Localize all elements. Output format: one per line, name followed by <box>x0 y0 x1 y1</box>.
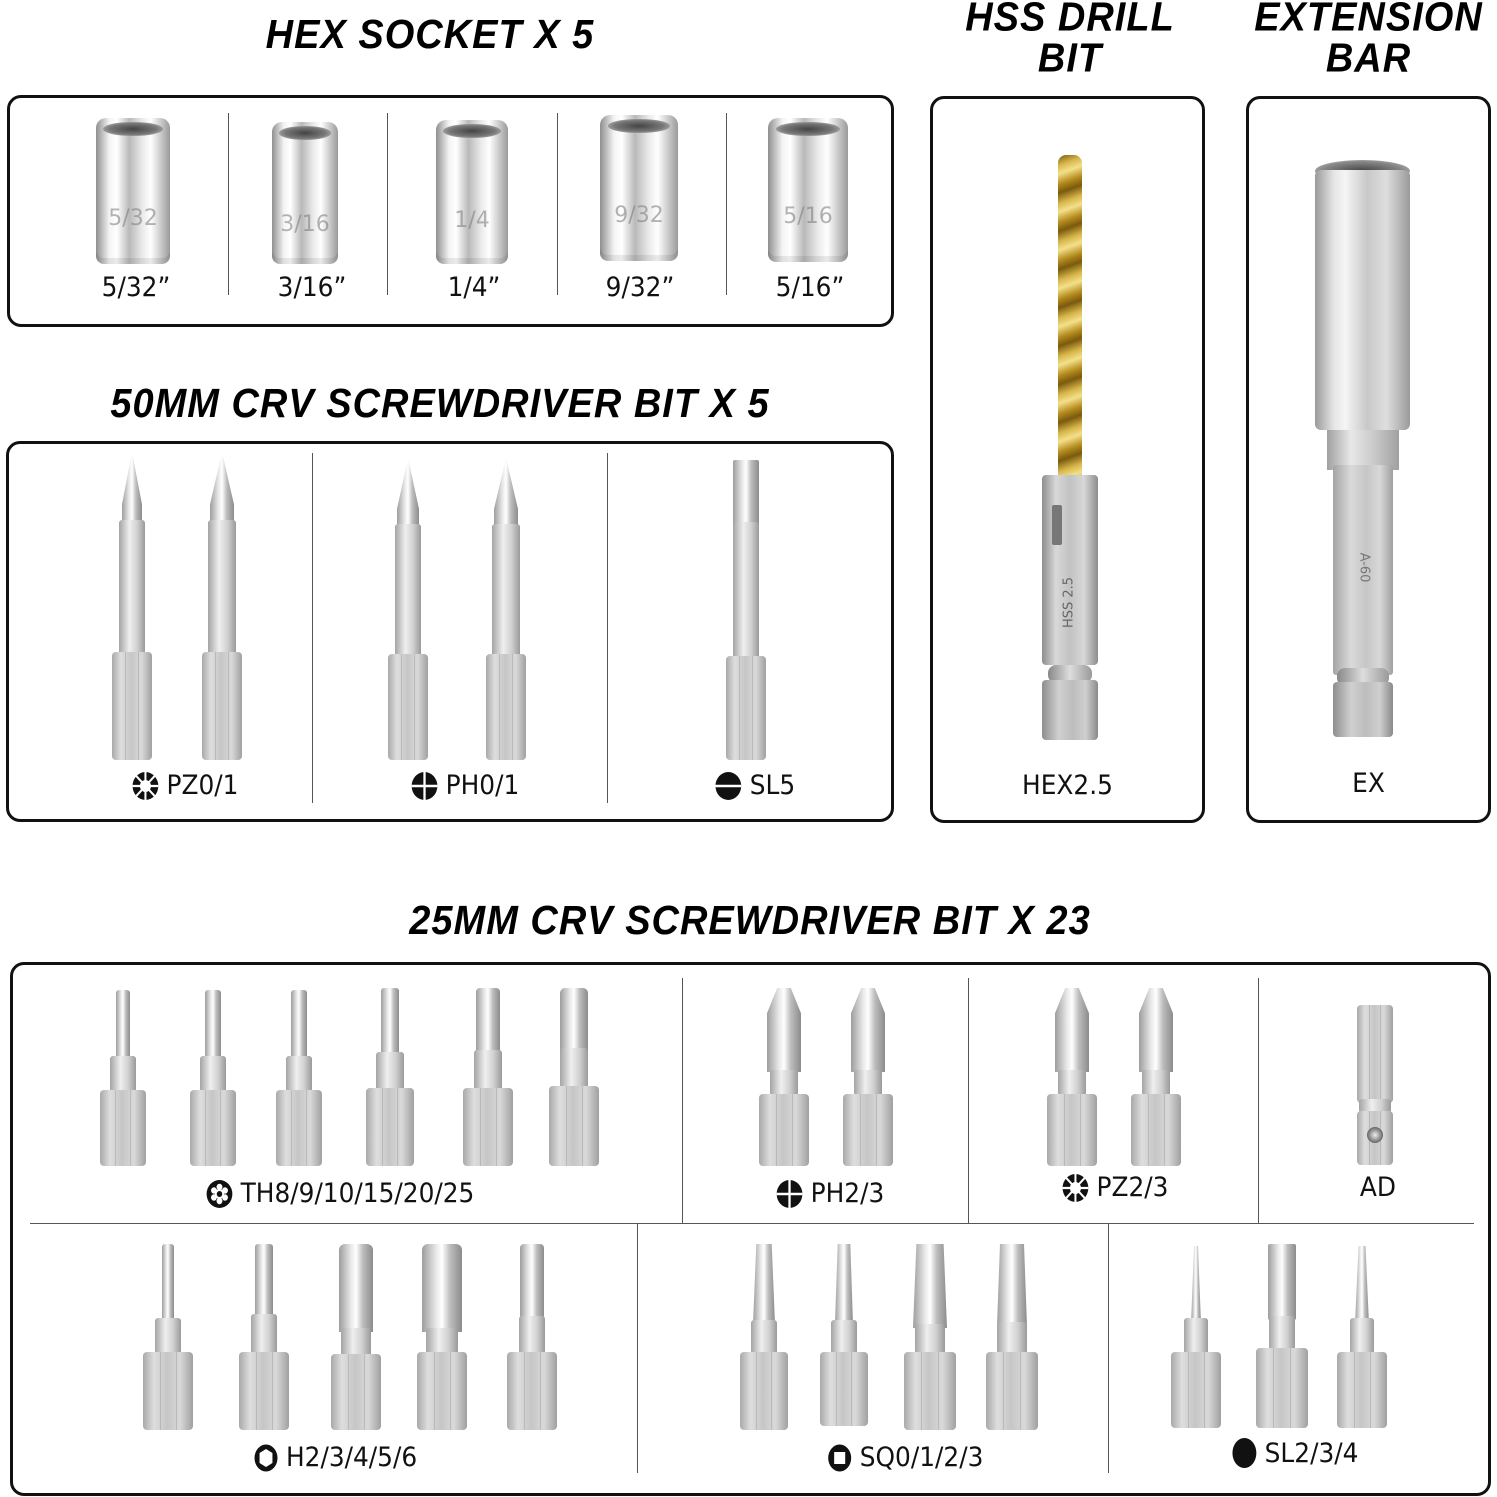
bits-50mm-label-pz: PZ0/1 <box>70 770 300 801</box>
bit-h2 <box>142 1244 194 1430</box>
bit-ph0 <box>386 458 430 762</box>
socket-5-16: 5/16 <box>768 118 848 262</box>
divider <box>387 113 388 295</box>
bit-h5 <box>330 1244 382 1430</box>
pozidriv-icon <box>132 771 159 800</box>
bit-sq1 <box>738 1244 790 1430</box>
drill-bit-title-line1: HSS DRILL <box>965 0 1175 41</box>
slotted-icon <box>715 771 742 800</box>
divider <box>1258 978 1259 1223</box>
bit-t10 <box>274 990 324 1168</box>
bit-sl4 <box>1254 1244 1310 1428</box>
socket-9-32: 9/32 <box>600 115 678 261</box>
bits-25mm-label-text: PZ2/3 <box>1096 1172 1169 1203</box>
bit-pz3 <box>1128 988 1184 1168</box>
bit-t9 <box>188 990 238 1168</box>
divider <box>607 453 608 803</box>
bits-25mm-title: 25MM CRV SCREWDRIVER BIT X 23 <box>409 898 1091 944</box>
divider <box>682 978 683 1223</box>
bits-25mm-label-pz: PZ2/3 <box>1023 1172 1207 1203</box>
bits-50mm-label-sl: SL5 <box>640 770 870 801</box>
bit-ph1 <box>484 458 528 762</box>
bit-sl2 <box>1170 1246 1222 1428</box>
drill-bit-title: HSS DRILL BIT <box>935 0 1205 79</box>
bit-sl3 <box>1336 1246 1388 1428</box>
socket-label: 5/16” <box>775 272 845 303</box>
bits-25mm-label-text: H2/3/4/5/6 <box>285 1442 418 1473</box>
socket-label: 1/4” <box>447 272 501 303</box>
bit-h3 <box>238 1244 290 1430</box>
bit-t15 <box>364 988 416 1168</box>
bits-50mm-label-text: PH0/1 <box>445 770 520 801</box>
bit-pz1 <box>200 452 244 762</box>
bit-h4 <box>506 1244 558 1430</box>
bit-ph2 <box>756 988 812 1168</box>
bit-ph3 <box>840 988 896 1168</box>
drill-bit-engraving: HSS 2.5 <box>1061 576 1077 629</box>
pozidriv-icon <box>1062 1173 1089 1202</box>
drill-bit-image: HSS 2.5 <box>1040 155 1100 745</box>
divider <box>968 978 969 1223</box>
divider <box>30 1223 1474 1224</box>
socket-label: 5/32” <box>101 272 171 303</box>
divider <box>228 113 229 295</box>
drill-bit-label: HEX2.5 <box>1022 770 1113 801</box>
bits-50mm-label-text: PZ0/1 <box>166 770 239 801</box>
bits-25mm-label-hex: H2/3/4/5/6 <box>220 1442 450 1473</box>
bit-h6 <box>416 1244 468 1430</box>
bits-50mm-label-ph: PH0/1 <box>350 770 580 801</box>
bits-50mm-label-text: SL5 <box>749 770 796 801</box>
bits-25mm-label-text: TH8/9/10/15/20/25 <box>240 1178 475 1209</box>
divider <box>726 113 727 295</box>
extension-bar-engraving: A-60 <box>1356 552 1372 583</box>
bit-sq2 <box>984 1244 1040 1430</box>
bit-t20 <box>462 988 514 1168</box>
square-icon <box>827 1444 851 1471</box>
bit-sl5 <box>724 460 768 760</box>
divider <box>1108 1223 1109 1473</box>
divider <box>557 113 558 295</box>
socket-3-16: 3/16 <box>272 122 338 264</box>
slotted-solid-icon <box>1232 1438 1257 1468</box>
socket-5-32: 5/32 <box>96 118 170 264</box>
bit-t8 <box>98 990 148 1168</box>
extension-bar-image: A-60 <box>1315 160 1415 740</box>
bits-25mm-label-text: AD <box>1359 1172 1397 1203</box>
bits-25mm-label-text: SL2/3/4 <box>1264 1437 1359 1469</box>
bit-adapter <box>1350 1005 1400 1165</box>
phillips-icon <box>411 771 438 800</box>
hex-socket-title: HEX SOCKET X 5 <box>265 12 595 58</box>
divider <box>312 453 313 803</box>
divider <box>637 1223 638 1473</box>
extension-bar-title: EXTENSION BAR <box>1240 0 1497 79</box>
extension-bar-title-line1: EXTENSION <box>1254 0 1483 41</box>
socket-label: 9/32” <box>605 272 675 303</box>
bits-50mm-title: 50MM CRV SCREWDRIVER BIT X 5 <box>110 381 770 427</box>
extension-bar-title-line2: BAR <box>1325 35 1412 82</box>
hex-icon <box>254 1444 278 1471</box>
bit-sq0 <box>818 1244 870 1426</box>
bit-pz0 <box>110 452 154 762</box>
bit-pz2 <box>1044 988 1100 1168</box>
extension-bar-label: EX <box>1352 768 1385 799</box>
bits-25mm-label-text: SQ0/1/2/3 <box>859 1442 984 1473</box>
bits-25mm-label-sq: SQ0/1/2/3 <box>790 1442 1020 1473</box>
torx-icon <box>206 1179 233 1208</box>
bits-25mm-label-torx: TH8/9/10/15/20/25 <box>174 1178 505 1209</box>
bit-t25 <box>548 988 600 1166</box>
phillips-icon <box>776 1179 803 1208</box>
bits-25mm-label-ad: AD <box>1286 1172 1470 1203</box>
bits-25mm-label-text: PH2/3 <box>810 1178 885 1209</box>
bits-25mm-label-sl: SL2/3/4 <box>1189 1437 1401 1469</box>
socket-label: 3/16” <box>277 272 347 303</box>
socket-1-4: 1/4 <box>436 120 508 264</box>
bits-25mm-label-ph: PH2/3 <box>738 1178 922 1209</box>
drill-bit-title-line2: BIT <box>1037 35 1103 82</box>
bit-sq3 <box>902 1244 958 1430</box>
